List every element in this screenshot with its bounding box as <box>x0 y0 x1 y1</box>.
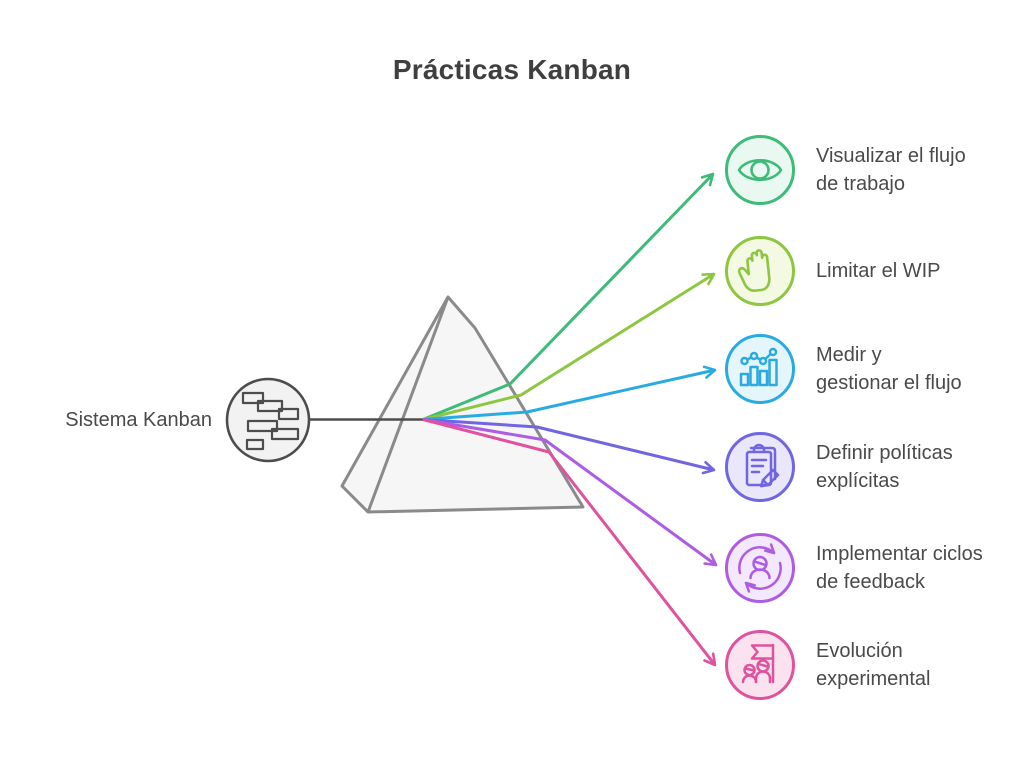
ray-medir <box>422 365 717 421</box>
badge-circle <box>725 236 795 306</box>
eye-icon <box>737 158 783 182</box>
gantt-icon <box>241 391 300 451</box>
ray-feedback <box>422 418 718 567</box>
item-label-definir: Definir políticas explícitas <box>816 442 953 492</box>
ray-evolucion <box>422 418 717 667</box>
badge-visualizar <box>725 135 795 205</box>
ray-limitar <box>422 272 716 421</box>
item-label-feedback: Implementar ciclos de feedback <box>816 543 983 593</box>
feedback-cycle-icon <box>738 543 782 593</box>
item-label-evolucion: Evolución experimental <box>816 640 931 690</box>
ray-visualizar <box>422 172 715 421</box>
item-label-limitar: Limitar el WIP <box>816 260 941 282</box>
badge-definir <box>725 432 795 502</box>
item-label-medir: Medir y gestionar el flujo <box>816 344 962 394</box>
team-flag-icon <box>741 643 775 684</box>
badge-evolucion <box>725 630 795 700</box>
bar-line-chart-icon <box>739 347 778 387</box>
badge-circle <box>725 533 795 603</box>
badge-medir <box>725 334 795 404</box>
badge-circle <box>725 334 795 404</box>
badge-circle <box>725 135 795 205</box>
clipboard-pencil-icon <box>745 443 780 488</box>
ray-definir <box>422 418 716 475</box>
badge-limitar <box>725 236 795 306</box>
item-label-visualizar: Visualizar el flujo de trabajo <box>816 145 966 195</box>
source-label: Sistema Kanban <box>65 408 212 431</box>
hand-stop-icon <box>737 249 771 292</box>
page-title: Prácticas Kanban <box>392 54 632 85</box>
source-node <box>225 377 311 463</box>
badge-feedback <box>725 533 795 603</box>
